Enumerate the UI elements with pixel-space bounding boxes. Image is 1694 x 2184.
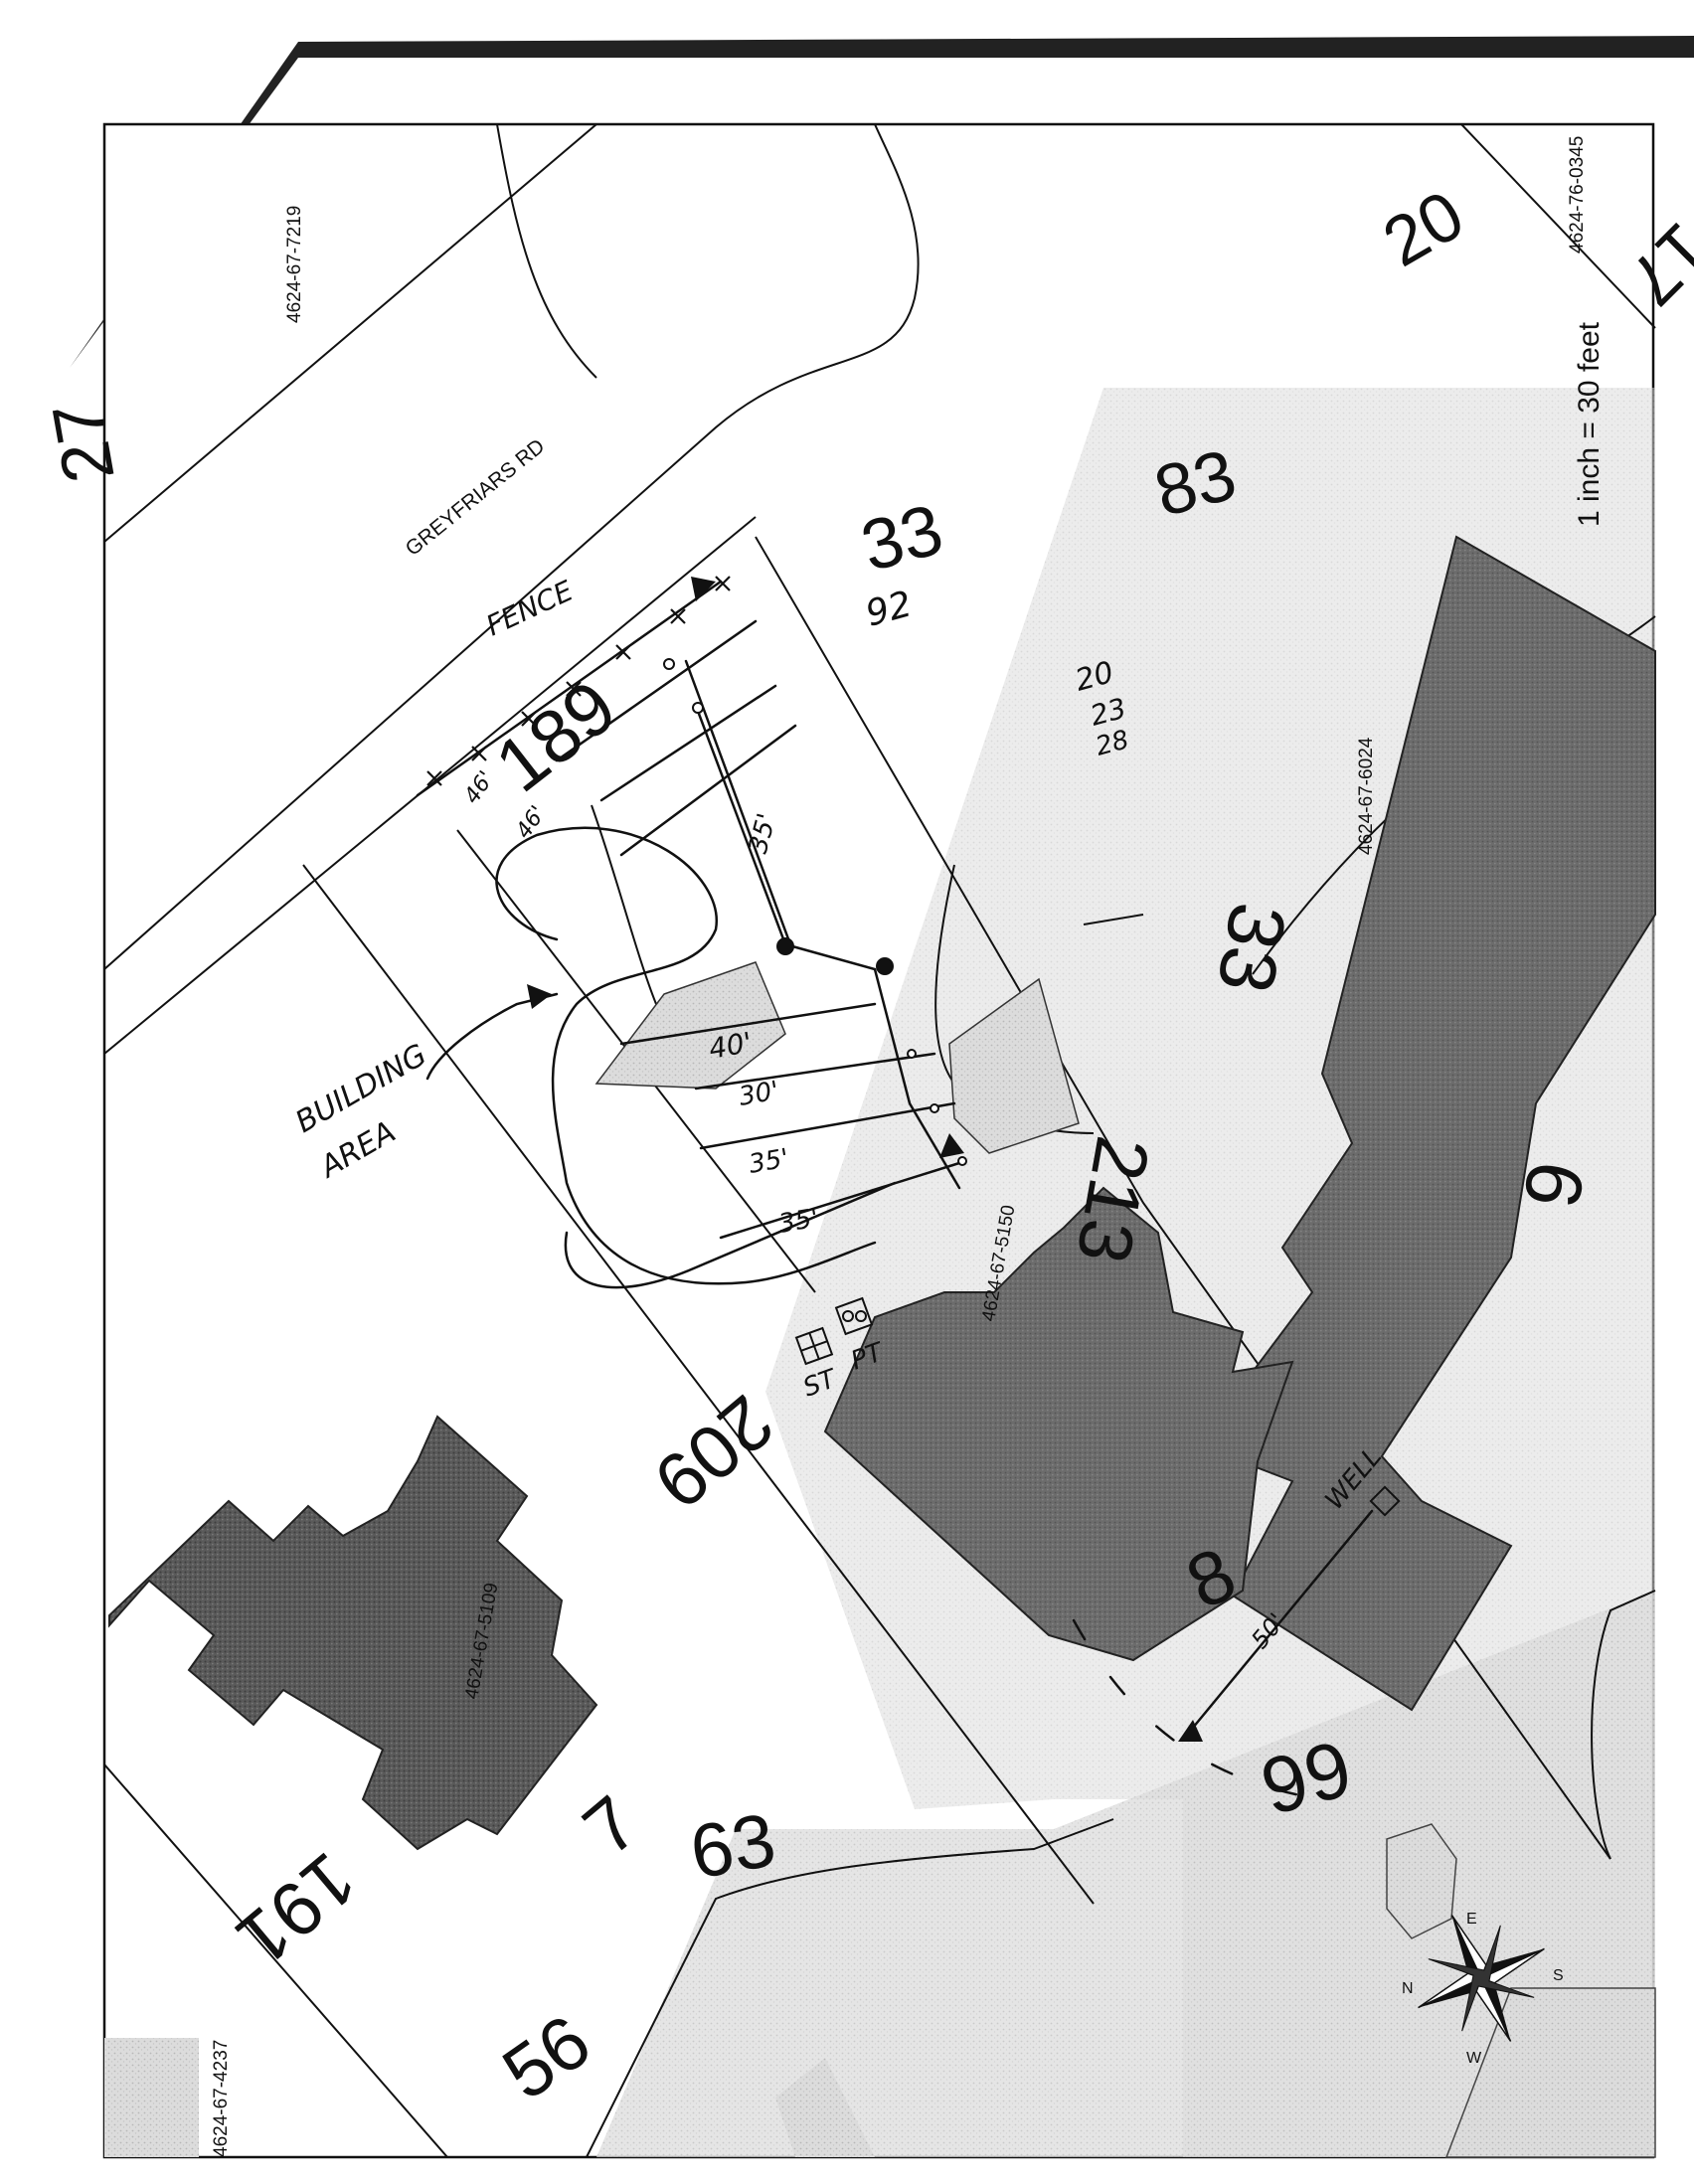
well-arc [1072,1618,1324,1801]
parcel-id-top-right: 4624-76-0345 [1567,136,1588,253]
building-right [1226,535,1656,1712]
fence-posts [426,576,731,786]
well-dimension [1181,1509,1374,1742]
shed-b [948,977,1080,1154]
ink-lines [416,580,1374,1801]
compass-e: E [1466,1911,1477,1928]
lot-63: 63 [684,1797,781,1895]
building-area-outline [495,826,877,1285]
building-left [108,1415,598,1851]
compass-n: N [1402,1980,1414,1997]
parcel-shade-bottom [596,1591,1655,2157]
parcel-id-bottom-left: 4624-67-4237 [211,2040,232,2157]
compass-w: W [1466,2050,1482,2067]
lot-27: 27 [38,396,130,488]
dim-40: 40' [706,1026,754,1066]
parcel-id-right-building: 4624-67-6024 [1356,737,1377,855]
shed-a [594,961,786,1090]
dim-35-b: 35' [776,1203,821,1240]
compass-s: S [1553,1967,1564,1984]
lot-33-right: 33 [1201,897,1303,999]
pond [1386,1823,1457,1939]
ink-arrows [527,577,1203,1742]
fence-line [416,580,723,797]
parcel-shade-small [775,2058,875,2157]
parcel-id-top-left: 4624-67-7219 [284,206,305,323]
survey-points [663,658,967,1166]
building-center [823,1186,1294,1662]
dim-30: 30' [737,1076,781,1112]
compass-rose [1418,1915,1545,2042]
building-bottom-right [1444,1987,1656,2158]
scale-label: 1 inch = 30 feet [1573,321,1606,527]
dim-35-a: 35' [747,1143,791,1180]
septic-symbols [794,1296,1401,1517]
parcel-shade-corner [104,2038,199,2157]
